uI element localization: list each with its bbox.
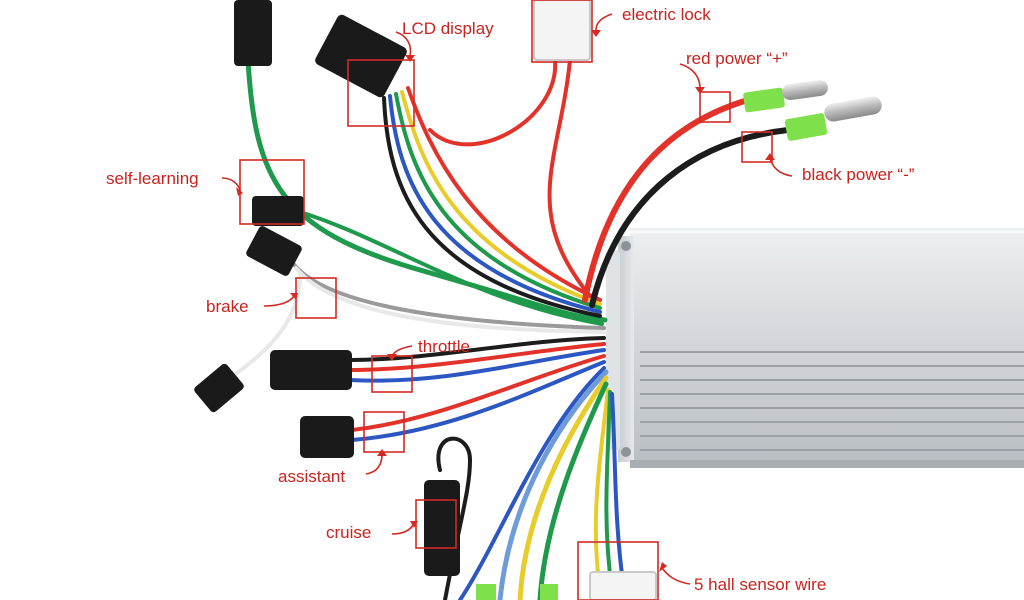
wire-green-top bbox=[245, 57, 608, 323]
wire-throttle-blue bbox=[348, 348, 606, 383]
label-cruise: cruise bbox=[326, 523, 372, 542]
wire-hall-yellow bbox=[517, 375, 609, 600]
plug-connector-icon bbox=[246, 226, 302, 276]
label-hall-sensor: 5 hall sensor wire bbox=[694, 575, 827, 594]
curved-arrow-icon bbox=[595, 13, 613, 31]
wire-lock-red-a bbox=[428, 58, 558, 147]
hall-sensor-connector bbox=[589, 571, 657, 600]
wire-lcd-green bbox=[394, 92, 602, 310]
curved-arrow-icon bbox=[395, 31, 412, 57]
label-black-power: black power “-” bbox=[802, 165, 915, 184]
label-assistant: assistant bbox=[278, 467, 346, 486]
box-red-power bbox=[699, 91, 731, 123]
label-electric-lock: electric lock bbox=[622, 5, 711, 24]
terminal-sleeve-black bbox=[784, 113, 828, 141]
box-throttle bbox=[371, 355, 413, 393]
wire-lcd-black bbox=[382, 96, 602, 318]
curved-arrow-icon bbox=[679, 63, 701, 89]
housing-body bbox=[630, 228, 1024, 468]
arrow-heads bbox=[236, 30, 775, 572]
wire-hall-green-b bbox=[604, 390, 614, 592]
curved-arrow-icon bbox=[391, 523, 415, 535]
plug-connector-icon bbox=[234, 0, 272, 66]
screw bbox=[621, 241, 631, 251]
controller-housing bbox=[606, 228, 1024, 468]
wire-throttle-black bbox=[348, 336, 606, 362]
label-throttle: throttle bbox=[418, 337, 470, 356]
curved-arrow-icon bbox=[365, 453, 383, 475]
wire-self-learning bbox=[298, 210, 604, 326]
wire-lcd-red bbox=[406, 86, 602, 302]
bullet-pin-black bbox=[824, 96, 882, 122]
wire-brake-gray bbox=[290, 260, 606, 330]
electric-lock-connector bbox=[533, 0, 591, 61]
wire-hall-green bbox=[537, 381, 609, 600]
plug-connector-icon bbox=[270, 350, 352, 390]
plug-connector-icon bbox=[315, 14, 407, 98]
wire-lock-red-b bbox=[547, 58, 592, 298]
wire-cruise-blue bbox=[458, 366, 606, 600]
curved-arrow-icon bbox=[769, 157, 793, 177]
wire-hall-yellow-b bbox=[593, 388, 610, 592]
wire-power-black bbox=[589, 127, 791, 308]
box-hall bbox=[577, 541, 659, 600]
label-red-power: red power “+” bbox=[686, 49, 788, 68]
plug-connector-icon bbox=[252, 196, 304, 226]
wire-lcd-yellow bbox=[400, 90, 602, 306]
curved-arrow-icon bbox=[661, 567, 691, 585]
label-lcd-display: LCD display bbox=[402, 19, 494, 38]
connectors bbox=[194, 0, 460, 576]
lime-terminal bbox=[540, 584, 558, 600]
wire-hall-blue-b bbox=[610, 392, 626, 592]
wire-brake-white-b bbox=[228, 272, 302, 380]
box-black-power bbox=[741, 131, 773, 163]
housing-end-cap bbox=[618, 236, 634, 462]
wire-harness bbox=[228, 57, 791, 600]
wire-assist-blue bbox=[350, 360, 606, 442]
wire-assist-red bbox=[350, 354, 606, 432]
wire-lcd-blue bbox=[388, 94, 602, 314]
terminal-sleeve-red bbox=[743, 87, 785, 113]
power-terminals bbox=[743, 79, 882, 141]
bullet-pin-red bbox=[782, 79, 828, 101]
housing-fins bbox=[640, 351, 1024, 451]
label-brake: brake bbox=[206, 297, 249, 316]
curved-arrow-icon bbox=[263, 295, 295, 307]
wire-power-red bbox=[582, 97, 751, 303]
plug-connector-icon bbox=[424, 480, 460, 576]
lime-terminal bbox=[476, 584, 496, 600]
curved-arrow-icon bbox=[221, 177, 241, 191]
wire-brake-white bbox=[294, 266, 606, 334]
wire-hall-lightblue bbox=[497, 369, 609, 600]
wire-throttle-red bbox=[348, 342, 606, 372]
plug-connector-icon bbox=[300, 416, 354, 458]
plug-connector-icon bbox=[194, 363, 244, 413]
box-lcd bbox=[347, 59, 415, 127]
screw bbox=[621, 447, 631, 457]
label-self-learning: self-learning bbox=[106, 169, 199, 188]
